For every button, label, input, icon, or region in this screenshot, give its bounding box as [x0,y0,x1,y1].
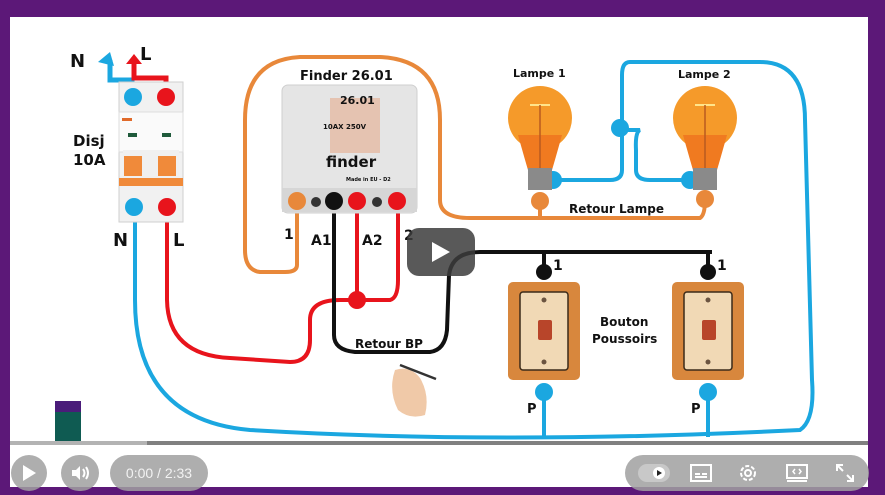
relay-label-1: 1 [284,227,294,243]
relay-made-in: Made in EU - D2 [346,177,391,183]
app-thumbnail-icon [55,401,81,441]
fullscreen-button[interactable] [832,460,858,486]
subtitles-icon [690,464,712,482]
button2-label-1: 1 [717,258,727,274]
buttons-label-line1: Bouton [600,315,648,329]
play-icon [23,465,36,481]
push-button-2 [672,282,744,380]
finder-relay [281,84,418,214]
lamp1-return-terminal [531,192,549,210]
progress-buffered [10,441,148,445]
settings-button[interactable] [735,460,761,486]
breaker-out-neutral [125,198,143,216]
wire-live-main [165,203,400,365]
breaker-in-live [157,88,175,106]
relay-label-a1: A1 [311,233,332,249]
breaker-label-line2: 10A [73,151,106,169]
wire-neutral-main [133,60,815,440]
relay-title: Finder 26.01 [300,69,393,84]
push-button-1 [508,282,580,380]
button1-label-1: 1 [553,258,563,274]
circuit-breaker [118,81,184,223]
relay-rating: 10AX 250V [323,123,367,131]
button2-terminal-1 [700,264,716,280]
lamp1-label: Lampe 1 [513,67,566,80]
relay-terminal-1 [288,192,306,210]
theater-mode-button[interactable] [783,460,811,486]
time-display: 0:00 / 2:33 [110,455,208,491]
progress-bar[interactable] [10,441,868,445]
breaker-in-neutral [124,88,142,106]
play-icon [432,242,450,262]
return-bp-label: Retour BP [355,337,423,351]
fullscreen-icon [836,464,854,482]
button2-label-p: P [691,402,701,417]
label-top-n: N [70,51,85,72]
button1-p-terminal [535,383,553,401]
play-button[interactable] [11,455,47,491]
autoplay-play-icon [653,467,665,479]
lamp2-return-terminal [696,190,714,208]
volume-icon [72,466,89,480]
volume-button[interactable] [61,455,99,491]
theater-mode-icon [786,464,808,482]
lamp2-label: Lampe 2 [678,68,731,81]
lamp-return-label: Retour Lampe [569,202,664,216]
subtitles-button[interactable] [688,460,714,486]
big-play-button[interactable] [407,228,475,276]
relay-label-a2: A2 [362,233,383,249]
relay-terminal-a1 [325,192,343,210]
live-junction [348,291,366,309]
relay-model: 26.01 [340,94,375,107]
gear-icon [740,465,756,481]
button2-p-terminal [699,383,717,401]
button1-terminal-1 [536,264,552,280]
wire-lamp-return [243,55,707,274]
breaker-label-line1: Disj [73,132,105,150]
breaker-out-live [158,198,176,216]
buttons-label-line2: Poussoirs [592,332,657,346]
neutral-junction [611,119,629,137]
label-bottom-l: L [173,230,184,251]
button1-label-p: P [527,402,537,417]
autoplay-toggle[interactable] [638,464,670,482]
lamp-1 [508,86,572,190]
relay-terminal-2 [388,192,406,210]
label-top-l: L [140,44,151,65]
drawing-hand [392,363,437,417]
label-bottom-n: N [113,230,128,251]
relay-brand: finder [326,153,377,171]
relay-terminal-a2 [348,192,366,210]
lamp-2 [673,86,737,190]
